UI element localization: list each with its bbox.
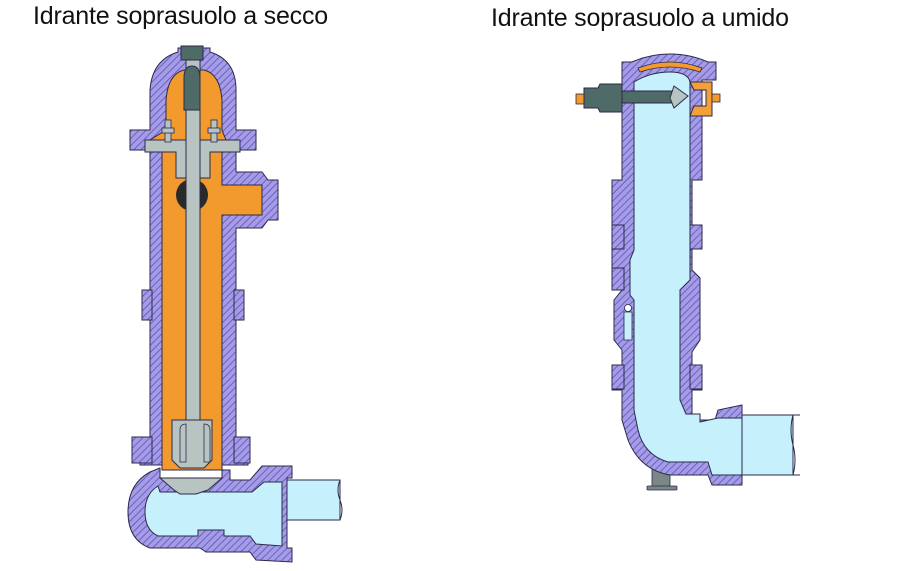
flanges-right	[611, 224, 703, 390]
valve-bonnet	[689, 81, 713, 117]
flanges-left	[131, 289, 251, 464]
side-valve	[575, 81, 721, 117]
valve-cone	[669, 85, 689, 109]
dry-hydrant-diagram	[127, 45, 343, 563]
stem-top-nut	[180, 45, 204, 61]
wet-hydrant-diagram	[575, 53, 800, 491]
water-column	[629, 71, 743, 476]
supply-pipe-right	[741, 414, 800, 476]
main-valve	[158, 419, 224, 495]
stem-upper-dark	[183, 65, 201, 111]
bracket-bolts	[161, 119, 221, 143]
left-diagram-title: Idrante soprasuolo a secco	[33, 2, 328, 30]
drain-valve	[623, 304, 633, 341]
right-diagram-title: Idrante soprasuolo a umido	[491, 4, 789, 32]
top-cover-arc	[637, 61, 703, 73]
elbow-body-left	[127, 465, 293, 563]
